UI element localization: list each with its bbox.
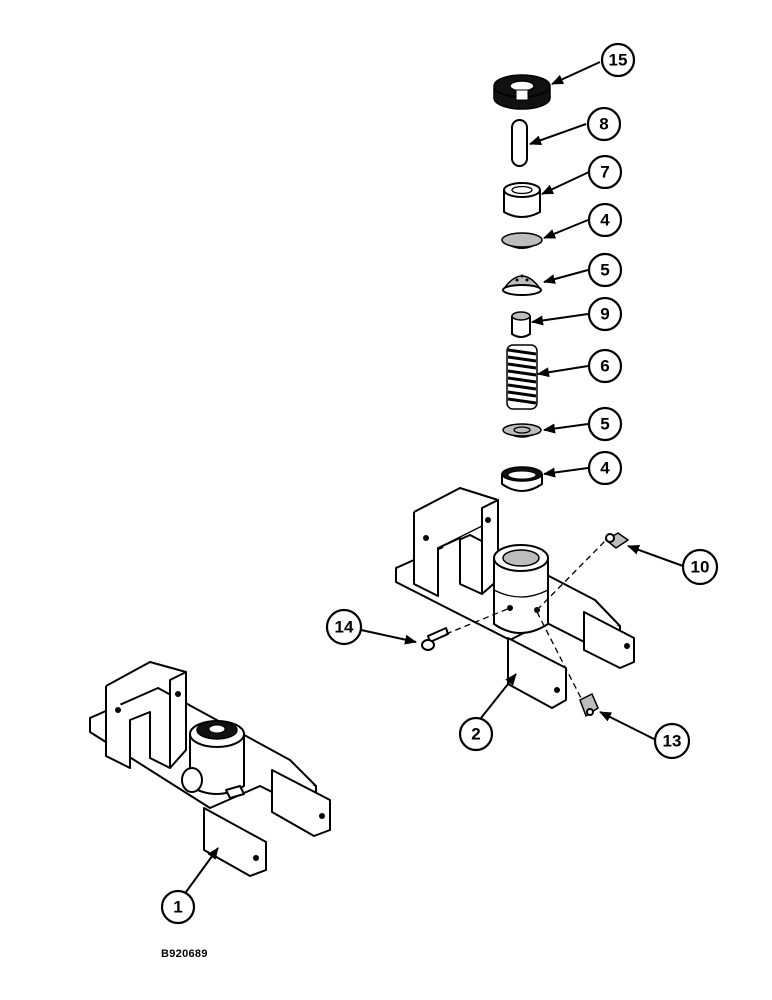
part-7-bushing — [503, 182, 541, 218]
leader-2 — [480, 673, 517, 719]
svg-text:8: 8 — [599, 115, 608, 134]
alignment-line-fitting-13 — [536, 611, 583, 701]
svg-text:6: 6 — [600, 357, 609, 376]
part-4-cup-lower — [501, 466, 543, 492]
callout-13: 13 — [653, 722, 691, 760]
part-13-fitting — [579, 692, 599, 718]
alignment-line-bolt — [445, 607, 511, 635]
leader-1 — [185, 847, 219, 893]
svg-text:7: 7 — [600, 163, 609, 182]
drawing-number: B920689 — [161, 948, 208, 960]
part-2-bracket — [395, 487, 635, 709]
svg-text:9: 9 — [600, 305, 609, 324]
part-1-assembly — [89, 661, 331, 877]
part-6-spring — [506, 344, 538, 410]
leader-10 — [627, 545, 684, 567]
callout-7: 7 — [587, 154, 623, 190]
part-9-plunger — [511, 311, 531, 338]
callout-1: 1 — [160, 889, 196, 925]
callout-10: 10 — [681, 548, 719, 586]
callout-4-upper: 4 — [587, 202, 623, 238]
callout-5-lower: 5 — [587, 406, 623, 442]
svg-text:15: 15 — [609, 51, 628, 70]
callout-5-upper: 5 — [587, 252, 623, 288]
callout-4-lower: 4 — [587, 450, 623, 486]
leader-15 — [551, 61, 601, 85]
leader-8 — [529, 123, 587, 146]
part-15-seal — [493, 74, 551, 110]
svg-text:1: 1 — [173, 898, 182, 917]
part-5-retainer-upper — [501, 274, 543, 296]
svg-text:14: 14 — [335, 618, 354, 637]
callout-6: 6 — [587, 348, 623, 384]
leader-7 — [541, 171, 590, 195]
part-5-retainer-lower — [502, 423, 542, 438]
callout-14: 14 — [325, 608, 363, 646]
part-14-bolt — [421, 627, 449, 651]
leader-5-lower — [543, 423, 589, 434]
part-10-fitting — [604, 532, 630, 549]
leader-4-upper — [543, 219, 589, 239]
leader-5-upper — [543, 269, 589, 284]
callout-2: 2 — [458, 716, 494, 752]
svg-text:4: 4 — [600, 211, 610, 230]
leader-6 — [537, 365, 589, 378]
svg-text:4: 4 — [600, 459, 610, 478]
leader-14 — [360, 629, 417, 645]
leader-13 — [599, 711, 657, 741]
svg-text:10: 10 — [691, 558, 710, 577]
part-4-cup-upper — [501, 232, 543, 249]
callout-15: 15 — [600, 42, 636, 78]
leader-4-lower — [543, 467, 589, 478]
alignment-line-fitting-10 — [536, 539, 607, 611]
part-8-pin — [511, 119, 528, 167]
callout-9: 9 — [587, 296, 623, 332]
callout-8: 8 — [586, 106, 622, 142]
svg-text:2: 2 — [471, 725, 480, 744]
leader-9 — [531, 313, 589, 326]
svg-text:5: 5 — [600, 261, 609, 280]
svg-text:13: 13 — [663, 732, 682, 751]
svg-text:5: 5 — [600, 415, 609, 434]
